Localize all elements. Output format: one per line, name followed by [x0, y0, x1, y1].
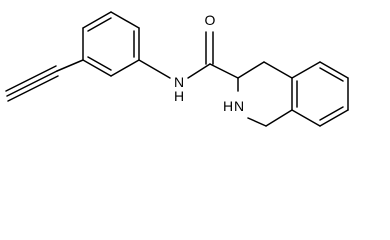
ethynyl-group [5, 59, 84, 102]
sat-ring-bond-3 [265, 109, 293, 127]
sat-ring-bond-1 [237, 61, 265, 79]
phenyl-bond-2 [82, 11, 112, 29]
ring-nitrogen-label: N [234, 98, 244, 114]
saturated-ring [237, 61, 293, 127]
amide-nitrogen-label: N [174, 74, 184, 90]
phenyl-ring [82, 11, 140, 77]
benzo-ring [291, 61, 349, 127]
benzo-bond-4 [319, 109, 349, 127]
amide-group [138, 31, 239, 79]
alkyne-bond-2 [6, 70, 58, 97]
sat-ring-bond-2 [263, 61, 293, 79]
benzo-bond-2 [319, 61, 349, 79]
benzo-double-bond-1 [319, 67, 344, 82]
phenyl-bond-6 [82, 59, 112, 77]
nitrogen-to-carbonyl-bond [187, 63, 211, 79]
alkyne-bond-1 [5, 65, 57, 92]
benzo-bond-1 [291, 61, 321, 79]
alkyne-to-ring-bond [56, 59, 84, 72]
molecule-structure-diagram: O N H H N [5, 11, 349, 127]
carbonyl-to-ring-bond [209, 63, 239, 79]
phenyl-bond-3 [110, 11, 140, 29]
atom-labels: O N H H N [174, 12, 244, 114]
sat-ring-bond-5 [247, 117, 267, 127]
benzo-double-bond-2 [319, 106, 344, 121]
phenyl-double-bond-1 [87, 17, 112, 32]
benzo-bond-5 [291, 109, 321, 127]
amide-hydrogen-label: H [174, 88, 184, 104]
ring-hydrogen-label: H [223, 98, 233, 114]
alkyne-bond-3 [7, 75, 59, 102]
phenyl-bond-5 [110, 59, 140, 77]
ring-to-nitrogen-bond [138, 59, 171, 79]
oxygen-label: O [205, 12, 216, 28]
phenyl-double-bond-3 [87, 56, 112, 71]
